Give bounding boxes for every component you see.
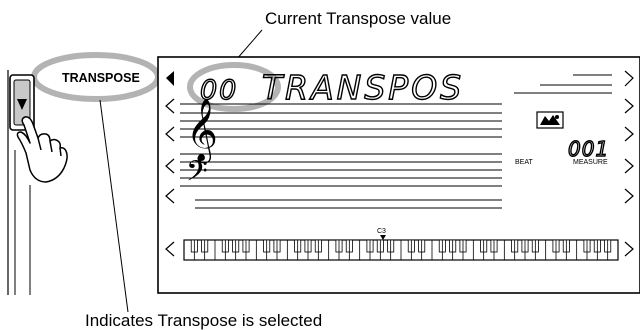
left-arrow-icon — [165, 158, 175, 174]
measure-label: MEASURE — [573, 159, 608, 166]
top-callout-pointer — [235, 29, 263, 61]
keyboard-marker-icon — [380, 235, 386, 240]
bottom-callout-pointer — [99, 99, 129, 313]
lcd-display: 00 TRANSPOS 𝄞 𝄢 00 — [157, 56, 640, 294]
beat-label: BEAT — [515, 159, 533, 166]
left-arrow-filled-icon — [166, 71, 174, 86]
right-arrow-icon — [624, 241, 634, 257]
control-panel: TRANSPOSE — [7, 52, 161, 313]
music-staff — [180, 103, 502, 209]
measure-value: 001 — [568, 137, 609, 161]
keyboard — [183, 239, 619, 261]
left-arrow-icon — [165, 98, 175, 114]
bottom-callout-text: Indicates Transpose is selected — [85, 311, 322, 330]
transpose-down-button[interactable] — [9, 74, 35, 131]
bass-clef-icon: 𝄢 — [186, 155, 208, 195]
down-arrow-icon — [17, 99, 27, 110]
right-arrow-icon — [624, 126, 634, 142]
performer-icon — [536, 111, 564, 129]
left-arrow-icon — [165, 126, 175, 142]
transpose-name: TRANSPOS — [262, 68, 464, 107]
transpose-button-label: TRANSPOSE — [62, 71, 140, 85]
top-callout-text: Current Transpose value — [265, 9, 451, 28]
left-arrow-icon — [165, 241, 175, 257]
right-arrow-icon — [624, 98, 634, 114]
right-arrow-icon — [624, 188, 634, 204]
left-arrow-icon — [165, 188, 175, 204]
treble-clef-icon: 𝄞 — [186, 98, 218, 164]
transpose-value-highlight — [187, 62, 281, 112]
keyboard-marker-label: C3 — [377, 228, 386, 235]
right-arrow-icon — [624, 158, 634, 174]
pointing-hand-icon — [16, 116, 68, 183]
right-arrow-icon — [624, 70, 634, 87]
transpose-value: 00 — [200, 75, 238, 106]
